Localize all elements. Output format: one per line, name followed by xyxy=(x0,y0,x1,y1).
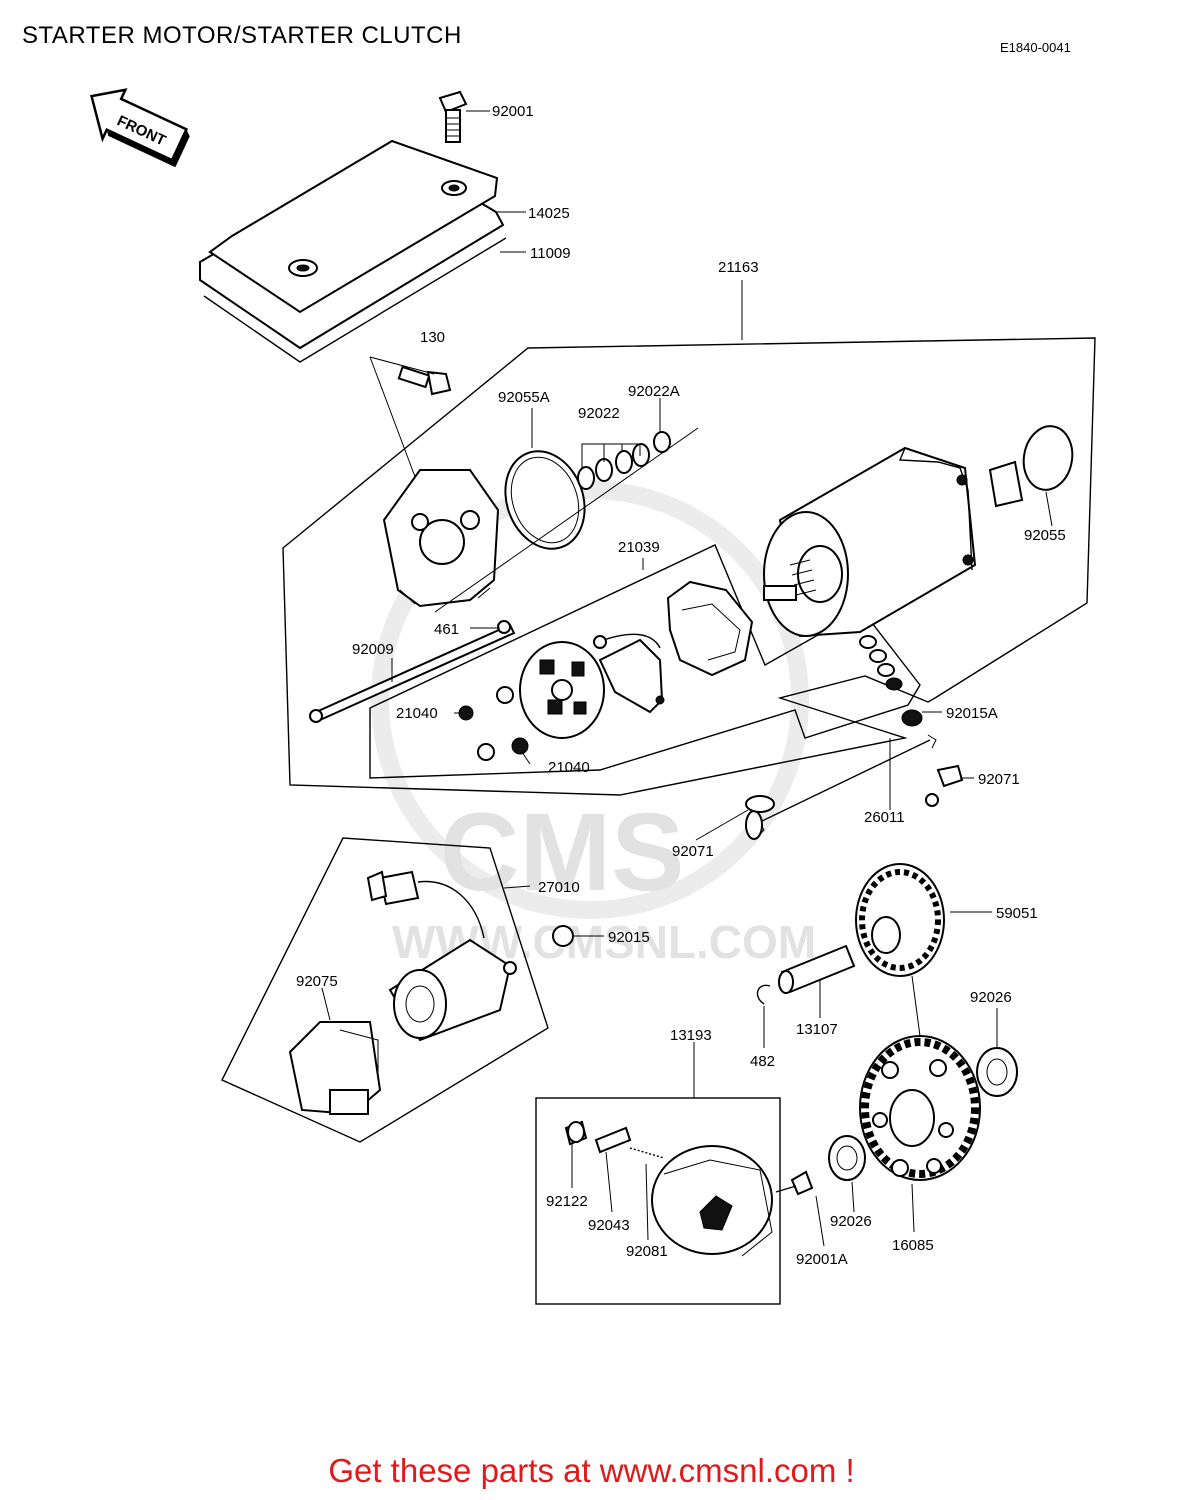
label-13193: 13193 xyxy=(670,1027,712,1044)
label-11009: 11009 xyxy=(530,245,571,262)
buy-parts-link[interactable]: Get these parts at www.cmsnl.com ! xyxy=(328,1452,855,1489)
nut-92015 xyxy=(552,925,574,947)
label-130: 130 xyxy=(420,329,445,346)
label-92001a: 92001A xyxy=(796,1251,848,1268)
leader-lines xyxy=(321,110,1053,1247)
label-92055a: 92055A xyxy=(498,389,550,406)
label-16085: 16085 xyxy=(892,1237,934,1254)
label-92075: 92075 xyxy=(296,973,338,990)
label-92071-a: 92071 xyxy=(978,771,1020,788)
washer-92026-upper xyxy=(976,1047,1018,1097)
shaft-13107 xyxy=(778,944,856,994)
end-cover xyxy=(382,469,500,608)
label-92122: 92122 xyxy=(546,1193,588,1210)
label-461: 461 xyxy=(434,621,459,638)
watermark-logo: CMS xyxy=(440,791,684,914)
starter-relay-27010 xyxy=(366,870,517,1042)
label-59051: 59051 xyxy=(996,905,1038,922)
clutch-gear-16085 xyxy=(859,1035,981,1181)
lead-wire-26011 xyxy=(745,734,964,841)
label-26011: 26011 xyxy=(864,809,905,826)
label-92081: 92081 xyxy=(626,1243,668,1260)
label-14025: 14025 xyxy=(528,205,570,222)
clutch-parts xyxy=(564,1120,814,1257)
page-title: STARTER MOTOR/STARTER CLUTCH xyxy=(22,22,462,49)
label-92026-lower: 92026 xyxy=(830,1213,872,1230)
label-92026-upper: 92026 xyxy=(970,989,1012,1006)
label-13107: 13107 xyxy=(796,1021,838,1038)
label-21163: 21163 xyxy=(718,259,759,276)
label-92022: 92022 xyxy=(578,405,620,422)
label-92043: 92043 xyxy=(588,1217,630,1234)
label-21039: 21039 xyxy=(618,539,660,556)
washer-92026-lower xyxy=(828,1135,866,1181)
washer-set-92022 xyxy=(577,431,671,490)
label-92055: 92055 xyxy=(1024,527,1066,544)
circlip-482 xyxy=(756,984,771,1005)
motor-yoke xyxy=(763,446,1024,638)
o-ring-92055 xyxy=(1022,425,1074,491)
label-92009: 92009 xyxy=(352,641,394,658)
front-arrow-icon: FRONT xyxy=(90,88,190,168)
idle-gear-59051 xyxy=(855,863,945,977)
clutch-assembly-outline-13193 xyxy=(535,1097,781,1305)
relay-cover-92075 xyxy=(288,1021,382,1116)
part-labels: 92001 14025 11009 21163 130 92055A 92022… xyxy=(296,103,1066,1268)
brush-holder-21039 xyxy=(593,580,754,714)
through-bolt-92009 xyxy=(309,620,516,723)
diagram-code: E1840-0041 xyxy=(1000,40,1071,55)
label-92071-b: 92071 xyxy=(672,843,714,860)
starter-cover-14025 xyxy=(199,139,507,363)
bolt-130 xyxy=(397,365,452,396)
label-92001: 92001 xyxy=(492,103,534,120)
brush-plate xyxy=(519,641,605,739)
relay-outline xyxy=(221,837,549,1143)
label-92015a: 92015A xyxy=(946,705,998,722)
label-27010: 27010 xyxy=(538,879,580,896)
label-92022a: 92022A xyxy=(628,383,680,400)
shaft-washers xyxy=(859,635,923,727)
label-21040-b: 21040 xyxy=(548,759,590,776)
label-482: 482 xyxy=(750,1053,775,1070)
label-92015: 92015 xyxy=(608,929,650,946)
label-21040-a: 21040 xyxy=(396,705,438,722)
brush-springs-21040 xyxy=(458,686,529,761)
exploded-parts-diagram: CMS WWW.CMSNL.COM FRONT xyxy=(90,88,1096,1305)
bolt-92001 xyxy=(438,90,468,143)
